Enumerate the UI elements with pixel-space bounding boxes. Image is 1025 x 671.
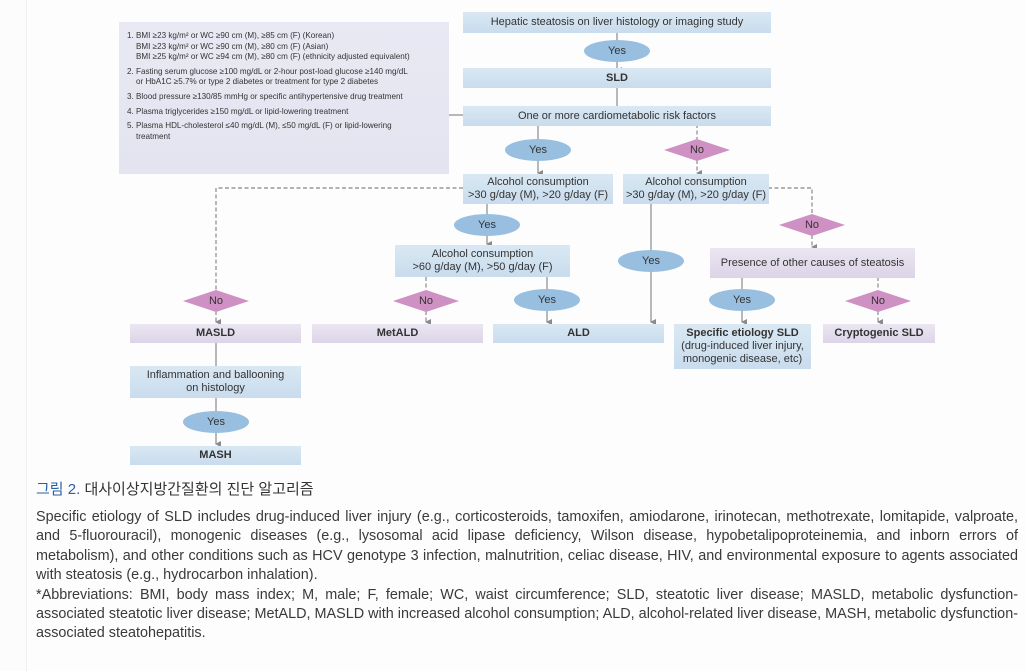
ald-label: ALD — [567, 327, 590, 339]
yes-label: Yes — [642, 255, 660, 267]
criteria-line: BMI ≥23 kg/m² or WC ≥90 cm (M), ≥80 cm (… — [136, 41, 329, 51]
specific-etiology-line3: monogenic disease, etc) — [682, 353, 803, 365]
yes-oval-mash: Yes — [183, 411, 249, 433]
criteria-item: 1. BMI ≥23 kg/m² or WC ≥90 cm (M), ≥85 c… — [127, 31, 441, 63]
masld-box: MASLD — [130, 324, 301, 343]
criteria-number: 3. — [127, 91, 134, 101]
figure-label: 그림 2. — [36, 481, 81, 498]
criteria-item: 5. Plasma HDL-cholesterol ≤40 mg/dL (M),… — [127, 121, 441, 142]
caption-paragraph-abbreviations: *Abbreviations: BMI, body mass index; M,… — [36, 586, 1018, 642]
cryptogenic-label: Cryptogenic SLD — [834, 327, 924, 339]
caption-paragraph-etiology: Specific etiology of SLD includes drug-i… — [36, 509, 1018, 584]
criteria-line: Blood pressure ≥130/85 mmHg or specific … — [136, 91, 403, 101]
yes-label: Yes — [733, 294, 751, 306]
yes-label: Yes — [478, 219, 496, 231]
alcohol-right-line2: >30 g/day (M), >20 g/day (F) — [625, 189, 766, 201]
criteria-item: 3. Blood pressure ≥130/85 mmHg or specif… — [127, 92, 441, 103]
criteria-item: 2. Fasting serum glucose ≥100 mg/dL or 2… — [127, 67, 441, 88]
cardiometabolic-criteria-panel: 1. BMI ≥23 kg/m² or WC ≥90 cm (M), ≥85 c… — [119, 22, 449, 174]
other-causes-box: Presence of other causes of steatosis — [710, 248, 915, 278]
cryptogenic-box: Cryptogenic SLD — [823, 324, 935, 343]
no-diamond-cryptogenic: No — [845, 290, 911, 312]
no-diamond-metald: No — [393, 290, 459, 312]
yes-oval-sld: Yes — [584, 40, 650, 62]
figure-title: 대사이상지방간질환의 진단 알고리즘 — [84, 481, 314, 498]
sld-box: SLD — [463, 68, 771, 88]
yes-oval-risk: Yes — [505, 139, 571, 161]
criteria-line: Plasma triglycerides ≥150 mg/dL or lipid… — [136, 106, 349, 116]
sld-label: SLD — [606, 71, 628, 84]
alcohol-high-line1: Alcohol consumption — [431, 248, 534, 260]
criteria-number: 1. — [127, 31, 134, 40]
no-label: No — [870, 295, 886, 307]
no-diamond-masld: No — [183, 290, 249, 312]
line-alcohol-right-to-no — [768, 187, 813, 214]
criteria-line: Plasma HDL-cholesterol ≤40 mg/dL (M), ≤5… — [136, 121, 392, 131]
ald-box: ALD — [493, 324, 664, 343]
alcohol-left-line1: Alcohol consumption — [487, 176, 589, 188]
criteria-number: 5. — [127, 121, 134, 131]
alcohol-consumption-left-box: Alcohol consumption >30 g/day (M), >20 g… — [463, 174, 613, 204]
hepatic-steatosis-label: Hepatic steatosis on liver histology or … — [490, 16, 744, 28]
metald-label: MetALD — [376, 327, 419, 339]
yes-label: Yes — [207, 416, 225, 428]
criteria-number: 4. — [127, 106, 134, 116]
yes-oval-alcohol-right: Yes — [618, 250, 684, 272]
no-label: No — [208, 295, 224, 307]
page-left-margin — [0, 0, 27, 671]
alcohol-high-box: Alcohol consumption >60 g/day (M), >50 g… — [395, 245, 570, 277]
alcohol-right-line1: Alcohol consumption — [645, 176, 747, 188]
figure-caption-title: 그림 2. 대사이상지방간질환의 진단 알고리즘 — [36, 478, 314, 499]
inflammation-line1: Inflammation and ballooning — [146, 369, 285, 381]
specific-etiology-title: Specific etiology SLD — [686, 327, 799, 339]
criteria-line: or HbA1C ≥5.7% or type 2 diabetes or tre… — [136, 77, 378, 87]
metald-box: MetALD — [312, 324, 483, 343]
no-diamond-alcohol-right: No — [779, 214, 845, 236]
masld-label: MASLD — [195, 327, 236, 339]
criteria-line: Fasting serum glucose ≥100 mg/dL or 2-ho… — [136, 66, 408, 76]
criteria-line: BMI ≥25 kg/m² or WC ≥94 cm (M), ≥80 cm (… — [136, 52, 410, 62]
other-causes-label: Presence of other causes of steatosis — [720, 256, 905, 269]
criteria-line: BMI ≥23 kg/m² or WC ≥90 cm (M), ≥85 cm (… — [136, 31, 335, 40]
inflammation-line2: on histology — [186, 382, 245, 394]
criteria-item: 4. Plasma triglycerides ≥150 mg/dL or li… — [127, 107, 441, 118]
criteria-number: 2. — [127, 66, 134, 76]
specific-etiology-line2: (drug-induced liver injury, — [681, 340, 804, 352]
alcohol-consumption-right-box: Alcohol consumption >30 g/day (M), >20 g… — [623, 174, 769, 204]
yes-oval-specific: Yes — [709, 289, 775, 311]
yes-label: Yes — [538, 294, 556, 306]
no-label: No — [804, 219, 820, 231]
yes-oval-alcohol-left: Yes — [454, 214, 520, 236]
figure-caption-body: Specific etiology of SLD includes drug-i… — [36, 508, 1018, 644]
alcohol-high-line2: >60 g/day (M), >50 g/day (F) — [412, 261, 553, 273]
no-label: No — [418, 295, 434, 307]
mash-label: MASH — [199, 449, 232, 461]
inflammation-ballooning-box: Inflammation and ballooning on histology — [130, 366, 301, 398]
no-diamond-risk: No — [664, 139, 730, 161]
no-label: No — [689, 144, 705, 156]
alcohol-left-line2: >30 g/day (M), >20 g/day (F) — [467, 189, 608, 201]
yes-oval-ald: Yes — [514, 289, 580, 311]
criteria-line: treatment — [136, 131, 171, 141]
specific-etiology-box: Specific etiology SLD (drug-induced live… — [674, 324, 811, 369]
risk-factors-label: One or more cardiometabolic risk factors — [517, 109, 717, 122]
yes-label: Yes — [608, 45, 626, 57]
mash-box: MASH — [130, 446, 301, 465]
yes-label: Yes — [529, 144, 547, 156]
hepatic-steatosis-box: Hepatic steatosis on liver histology or … — [463, 12, 771, 33]
risk-factors-box: One or more cardiometabolic risk factors — [463, 106, 771, 126]
